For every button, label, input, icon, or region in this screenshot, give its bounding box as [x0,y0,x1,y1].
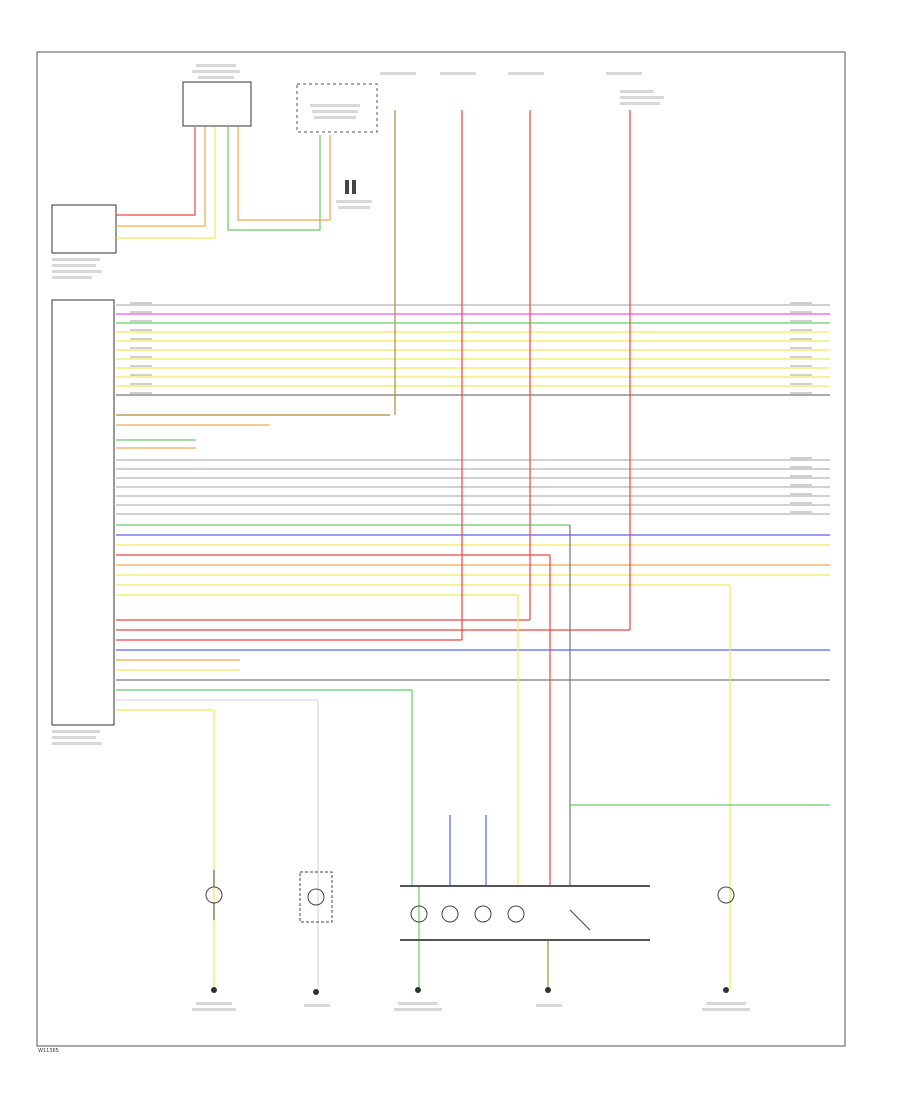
wire-mid-label-right-0 [790,457,812,459]
wire-mid-label-right-5 [790,502,812,504]
ground-point-center [545,987,551,993]
wire-mid-label-right-4 [790,493,812,495]
wire-upper-label-right-10 [790,392,812,394]
wire-harness [116,110,830,992]
wire-upper-label-right-6 [790,356,812,358]
wire-upper-label-right-4 [790,338,812,340]
wire-upper-label-right-2 [790,320,812,322]
wire-upper-label-right-1 [790,311,812,313]
wire-upper-label-left-6 [130,356,152,358]
wire-upper-label-right-9 [790,383,812,385]
fuse-labels [380,72,664,105]
wire-upper-label-left-5 [130,347,152,349]
wire-upper-label-left-0 [130,302,152,304]
ground-point-left [211,987,217,993]
ground-labels [192,1002,750,1011]
top-connector-a-label [192,64,240,79]
left-lamp [205,870,223,993]
wire-upper-label-left-1 [130,311,152,313]
wire-mid-label-right-6 [790,511,812,513]
wire-upper-label-right-3 [790,329,812,331]
ground-point-right [723,987,729,993]
wire-upper-label-left-8 [130,374,152,376]
wire-upper-label-left-3 [130,329,152,331]
top-connector-b-label [310,104,360,119]
wire-a-orange [116,127,206,227]
ground-point-center-left [415,987,421,993]
wire-upper-label-right-7 [790,365,812,367]
wire-upper-label-right-5 [790,347,812,349]
rear-lamp [299,871,333,995]
wire-upper-label-right-0 [790,302,812,304]
top-connector-b [296,83,378,133]
wire-mid-label-right-1 [790,466,812,468]
wire-upper-label-right-8 [790,374,812,376]
ground-connector-top [336,180,372,209]
ground-point-rear [313,989,319,995]
left-module-label-block [52,258,102,745]
wire-upper-label-left-10 [130,392,152,394]
right-lamp [717,886,735,993]
left-module-connector [51,204,117,254]
wire-mid-label-right-2 [790,475,812,477]
wire-a-yellow [116,127,216,239]
wire-mid-label-right-3 [790,484,812,486]
wire-upper-label-left-4 [130,338,152,340]
diagram-frame [36,51,846,1047]
wire-down-green [411,690,420,990]
top-connector-a [182,81,252,127]
diagram-code: W11365 [38,1048,59,1054]
wire-upper-label-left-9 [130,383,152,385]
wire-upper-label-left-7 [130,365,152,367]
wire-a-green [227,127,321,231]
wire-a-red [116,127,196,216]
wire-upper-label-left-2 [130,320,152,322]
left-module [51,299,115,726]
wire-a-orange-b [237,127,331,221]
center-lamp-module [400,885,650,993]
